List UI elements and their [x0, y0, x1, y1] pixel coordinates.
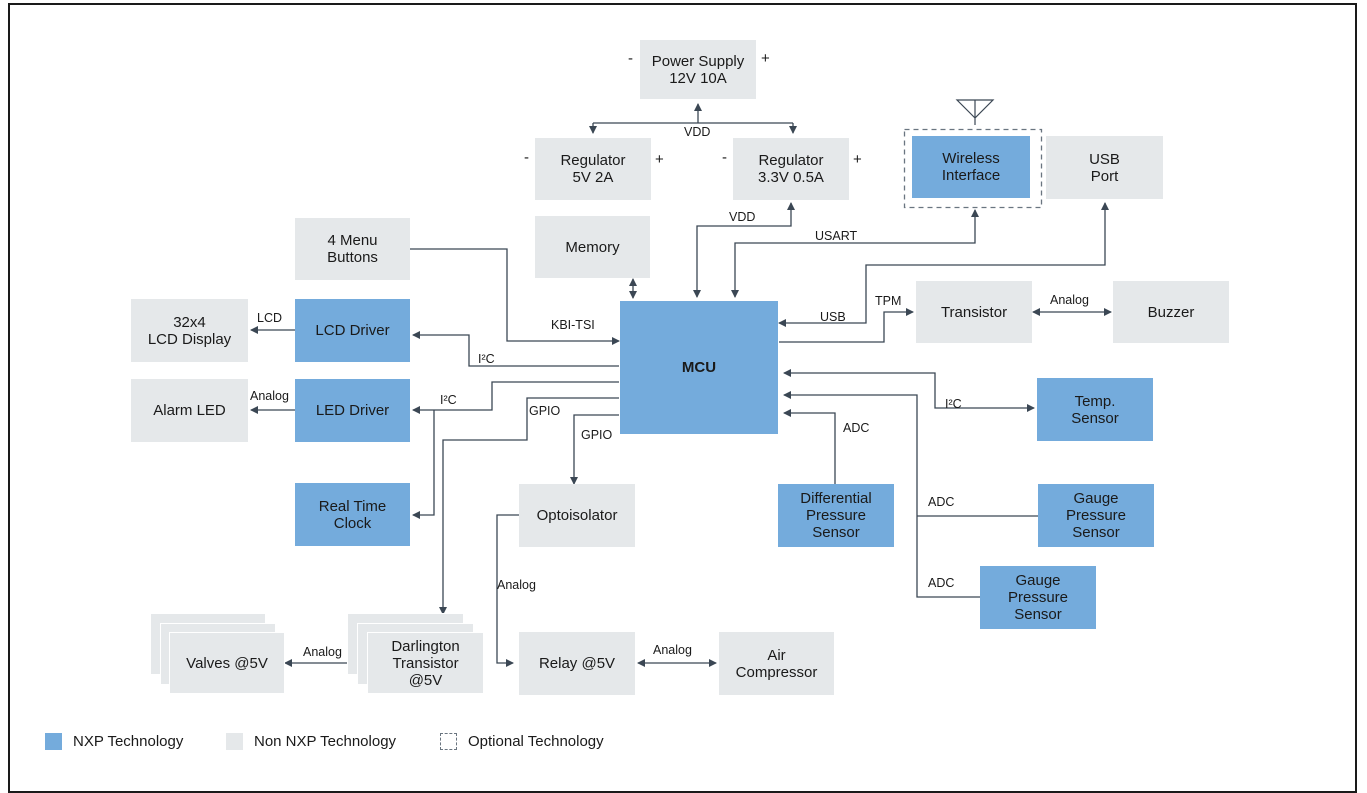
legend-nxp-swatch: [45, 733, 62, 750]
relay-block: Relay @5V: [519, 632, 635, 695]
wire-tpm: [779, 308, 914, 343]
power-supply-block: Power Supply 12V 10A: [640, 40, 756, 99]
darlington-transistor-block: Darlington Transistor @5V: [367, 632, 484, 694]
label-analog-led: Analog: [250, 389, 289, 403]
label-kbi-tsi: KBI-TSI: [551, 318, 595, 332]
label-analog-relay: Analog: [653, 643, 692, 657]
reg5-plus-sign: +: [655, 151, 664, 168]
temp-sensor-block: Temp. Sensor: [1037, 378, 1153, 441]
wire-usb: [778, 202, 1109, 327]
differential-pressure-sensor-block: Differential Pressure Sensor: [778, 484, 894, 547]
gauge-pressure-sensor-2-block: Gauge Pressure Sensor: [980, 566, 1096, 629]
label-vdd-mcu: VDD: [729, 210, 756, 224]
label-i2c-lcd: I²C: [478, 352, 495, 366]
reg5-minus-sign: -: [524, 149, 529, 166]
wireless-interface-block: Wireless Interface: [912, 136, 1030, 198]
wire-adc-diff: [783, 409, 836, 484]
optoisolator-block: Optoisolator: [519, 484, 635, 547]
antenna-icon: [955, 99, 995, 125]
label-gpio-1: GPIO: [529, 404, 561, 418]
label-gpio-2: GPIO: [581, 428, 613, 442]
optional-dashed-box: [903, 128, 1043, 209]
rtc-block: Real Time Clock: [295, 483, 410, 546]
air-compressor-block: Air Compressor: [719, 632, 834, 695]
label-vdd-top: VDD: [684, 125, 711, 139]
label-adc-diff: ADC: [843, 421, 870, 435]
led-driver-block: LED Driver: [295, 379, 410, 442]
reg33-minus-sign: -: [722, 149, 727, 166]
legend-nxp-label: NXP Technology: [73, 733, 184, 750]
lcd-driver-block: LCD Driver: [295, 299, 410, 362]
wire-kbi: [410, 248, 620, 345]
label-i2c-led: I²C: [440, 393, 457, 407]
label-i2c-temp: I²C: [945, 397, 962, 411]
label-analog-buzzer: Analog: [1050, 293, 1089, 307]
wire-adc-gauges: [784, 395, 1038, 598]
label-analog-opto: Analog: [497, 578, 536, 592]
psu-minus-sign: -: [628, 50, 633, 67]
wire-i2c-lcd: [412, 331, 619, 367]
lcd-display-block: 32x4 LCD Display: [131, 299, 248, 362]
regulator-3v3-block: Regulator 3.3V 0.5A: [733, 138, 849, 200]
wire-gpio-darlington: [439, 397, 619, 615]
psu-plus-sign: +: [761, 50, 770, 67]
wire-i2c-temp: [783, 369, 1035, 412]
alarm-led-block: Alarm LED: [131, 379, 248, 442]
transistor-block: Transistor: [916, 281, 1032, 343]
menu-buttons-block: 4 Menu Buttons: [295, 218, 410, 280]
regulator-5v-block: Regulator 5V 2A: [535, 138, 651, 200]
wire-analog-opto: [496, 514, 519, 667]
wire-i2c-led: [412, 381, 619, 414]
mcu-block: MCU: [620, 301, 778, 434]
label-tpm: TPM: [875, 294, 902, 308]
wire-gpio-opto: [570, 414, 619, 485]
label-usb: USB: [820, 310, 846, 324]
label-adc-gauge-2: ADC: [928, 576, 955, 590]
label-lcd: LCD: [257, 311, 283, 325]
reg33-plus-sign: +: [853, 151, 862, 168]
label-usart: USART: [815, 229, 858, 243]
memory-block: Memory: [535, 216, 650, 278]
legend-optional-swatch: [440, 733, 457, 750]
legend-non-nxp-label: Non NXP Technology: [254, 733, 397, 750]
label-adc-gauge-1: ADC: [928, 495, 955, 509]
legend-non-nxp-swatch: [226, 733, 243, 750]
usb-port-block: USB Port: [1046, 136, 1163, 199]
label-analog-valves: Analog: [303, 645, 342, 659]
wire-rtc: [412, 410, 435, 519]
valves-block: Valves @5V: [169, 632, 285, 694]
buzzer-block: Buzzer: [1113, 281, 1229, 343]
gauge-pressure-sensor-1-block: Gauge Pressure Sensor: [1038, 484, 1154, 547]
legend-optional-label: Optional Technology: [468, 733, 604, 750]
